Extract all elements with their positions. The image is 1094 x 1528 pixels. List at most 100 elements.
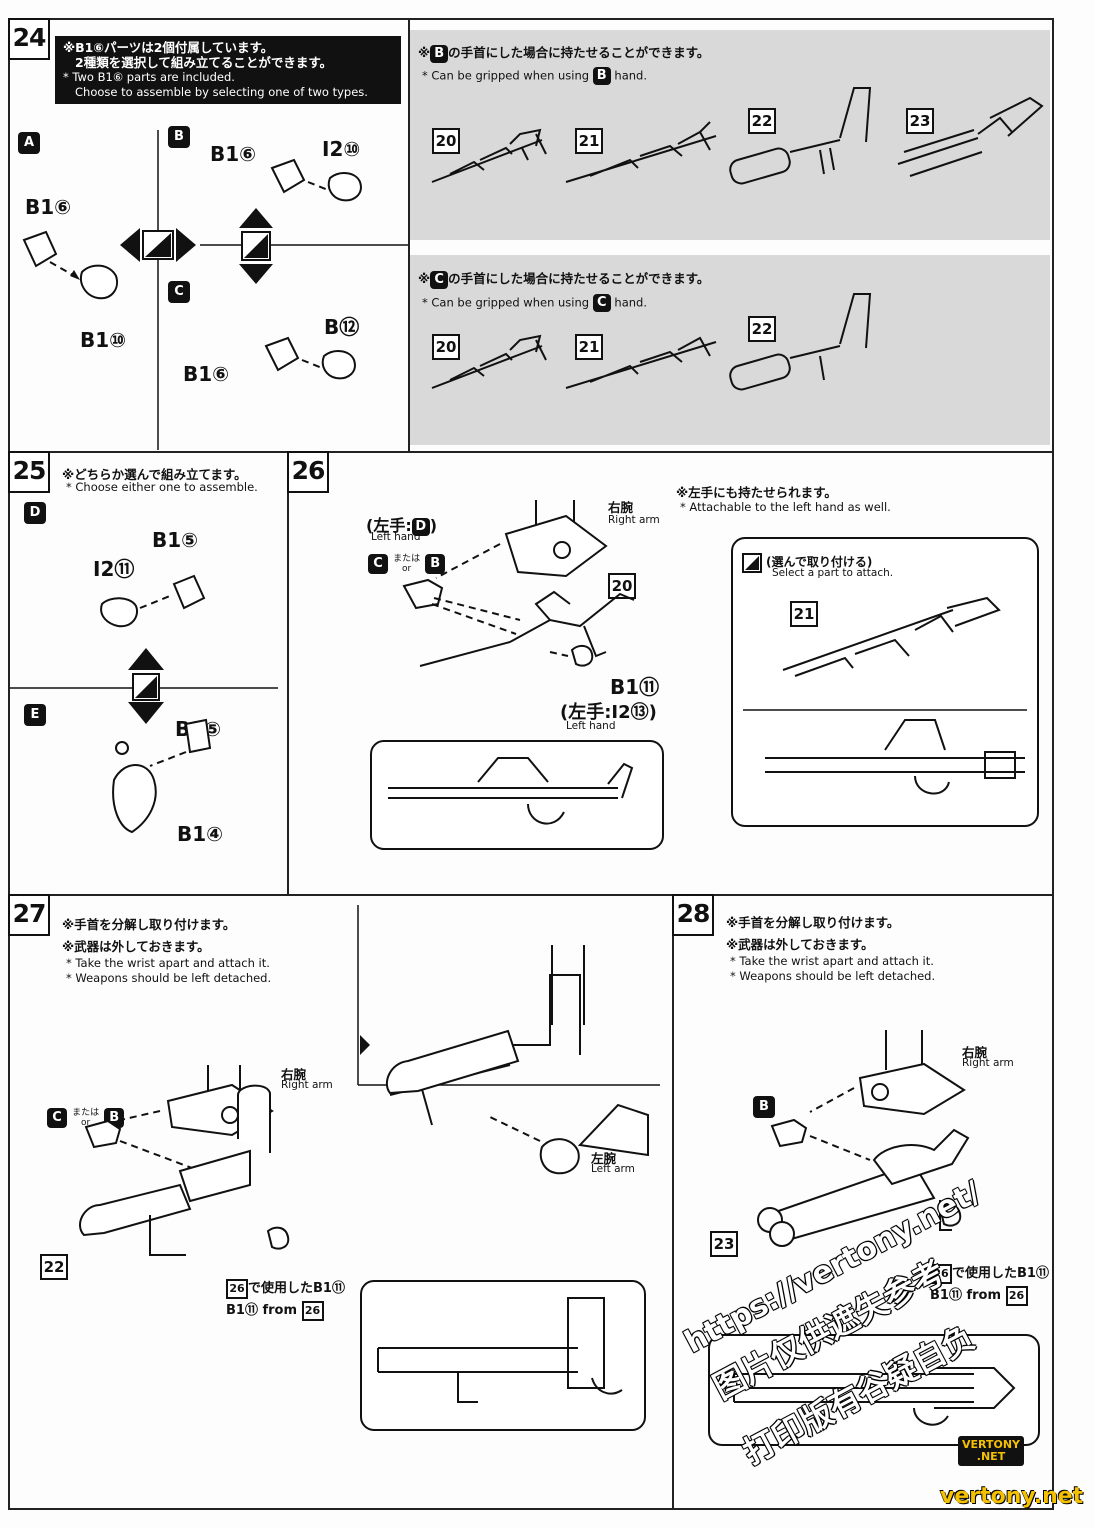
- left-hand-d-jp: (左手:: [366, 516, 412, 535]
- step-27-number: 27: [8, 894, 50, 936]
- select-icon: [742, 553, 762, 577]
- step-28-note-jp1: ※手首を分解し取り付けます。: [726, 915, 900, 930]
- label-b16-a: B1⑥: [25, 195, 72, 219]
- step-28-weapon-num: 23: [710, 1231, 738, 1257]
- step-26-weapon-num: 20: [608, 573, 636, 599]
- grip-c-letter: C: [430, 270, 449, 289]
- watermark-logo: VERTONY .NET: [958, 1436, 1024, 1466]
- step-25-note-en: * Choose either one to assemble.: [66, 480, 258, 494]
- divider-row1: [8, 451, 1054, 453]
- step-26-alt-weapon-diagram: [743, 596, 1027, 795]
- divider-col-25: [287, 451, 289, 894]
- step-28-from-en: B1⑪ from: [930, 1288, 1002, 1303]
- grip-c-weapons: [431, 293, 872, 391]
- step-26-left-hand-en1: Left hand: [371, 531, 421, 543]
- step-27-used-jp: で使用したB1⑪: [248, 1281, 345, 1296]
- step-28-result-inset: [708, 1334, 1040, 1446]
- step-28-right-arm-en: Right arm: [962, 1057, 1014, 1069]
- or-en: or: [401, 563, 412, 574]
- step-25-note-jp: ※どちらか選んで組み立てます。: [62, 467, 247, 482]
- option-a-marker: A: [18, 132, 40, 154]
- weapon-21-b-num: 21: [575, 128, 603, 154]
- step-28-used-jp: で使用したB1⑪: [952, 1266, 1049, 1281]
- step-26-left-hand-d: (左手:D): [366, 512, 437, 536]
- grip-c-hand: hand.: [614, 295, 647, 310]
- step-27-left-arm-en: Left arm: [591, 1163, 635, 1175]
- label-b14: B1④: [177, 822, 224, 846]
- left-hand-d-letter: D: [411, 517, 430, 536]
- option-d-marker: D: [24, 502, 46, 524]
- step-24-note-jp1: ※B1⑥パーツは2個付属しています。: [63, 40, 274, 55]
- step-27-right-arm-jp: 右腕: [281, 1067, 307, 1082]
- weapon-20-b-num: 20: [432, 128, 460, 154]
- label-b15-d: B1⑤: [152, 528, 199, 552]
- step-28-number: 28: [672, 894, 714, 936]
- step-27-or-en: or: [80, 1117, 91, 1128]
- grip-c-letter-en: C: [592, 294, 611, 312]
- weapon-22-c-num: 22: [748, 316, 776, 342]
- step-26-number: 26: [287, 451, 329, 493]
- label-b12: B⑫: [324, 315, 360, 339]
- step-28-from-line: B1⑪ from 26: [930, 1284, 1028, 1306]
- step-28-result-diagram: [733, 1367, 1016, 1426]
- step-27-right-arm-en: Right arm: [281, 1079, 333, 1091]
- step-28-note-en1: * Take the wrist apart and attach it.: [730, 954, 934, 968]
- option-c-marker: C: [168, 281, 190, 303]
- label-i210: I2⑩: [322, 137, 361, 161]
- step-26-note-jp: ※左手にも持たせられます。: [676, 485, 837, 500]
- step-27-note-en2: * Weapons should be left detached.: [66, 971, 272, 985]
- grip-c-jp: の手首にした場合に持たせることができます。: [448, 271, 710, 286]
- step-26-alt-weapon-num: 21: [790, 601, 818, 627]
- grip-b-panel: [410, 30, 1050, 240]
- step-28-main-diagram: [757, 1030, 970, 1247]
- divider-col-24: [408, 18, 410, 451]
- left-hand-d-close: ): [429, 516, 438, 535]
- step-26-right-arm-en: Right arm: [608, 514, 660, 526]
- step-26-left-hand-i2: (左手:I2⑬): [560, 702, 657, 723]
- grip-b-weapons: [431, 87, 1044, 185]
- grip-b-jp: の手首にした場合に持たせることができます。: [448, 45, 710, 60]
- step-28-hand-b: B: [753, 1096, 775, 1118]
- step-27-note-en1: * Take the wrist apart and attach it.: [66, 956, 270, 970]
- label-b111-26: B1⑪: [610, 675, 660, 699]
- step-27-result-diagram: [377, 1297, 623, 1403]
- grip-c-panel: [410, 255, 1050, 445]
- weapon-21-c-num: 21: [575, 334, 603, 360]
- weapon-23-b-num: 23: [906, 108, 934, 134]
- page-frame: [8, 18, 1054, 1510]
- option-b-marker: B: [168, 126, 190, 148]
- step-28-right-arm-jp: 右腕: [962, 1045, 988, 1060]
- step-26-select-en: Select a part to attach.: [772, 567, 894, 579]
- grip-c-en-line: * Can be gripped when using C hand.: [422, 294, 647, 312]
- label-i211: I2⑪: [93, 557, 135, 581]
- label-b16-c: B1⑥: [183, 362, 230, 386]
- step-27-note-jp1: ※手首を分解し取り付けます。: [62, 917, 236, 932]
- weapon-20-c-num: 20: [432, 334, 460, 360]
- or-jp: または: [393, 553, 421, 564]
- step-26-select-jp: (選んで取り付ける): [766, 555, 873, 569]
- step-25-number: 25: [8, 451, 50, 493]
- step-24-option-diagram: [22, 130, 408, 450]
- step-28-note-en2: * Weapons should be left detached.: [730, 969, 936, 983]
- weapon-22-b-num: 22: [748, 108, 776, 134]
- step-27-result-inset: [360, 1280, 646, 1431]
- grip-c-en: * Can be gripped when using: [422, 295, 590, 310]
- grip-b-en-line: * Can be gripped when using B hand.: [422, 67, 647, 85]
- divider-row2: [8, 894, 1054, 896]
- step-26-note-en: * Attachable to the left hand as well.: [680, 500, 891, 514]
- step-27-or-jp: または: [72, 1107, 100, 1118]
- label-b110: B1⑩: [80, 328, 127, 352]
- step-24-note-jp2: 2種類を選択して組み立てることができます。: [75, 55, 333, 70]
- step-28-note-jp2: ※武器は外しておきます。: [726, 937, 874, 952]
- step-28-used-ref: 26: [930, 1264, 952, 1284]
- step-24-note-en2: Choose to assemble by selecting one of t…: [75, 85, 368, 99]
- step-27-from-en: B1⑪ from: [226, 1303, 298, 1318]
- step-25-diagram: [10, 574, 278, 834]
- watermark-logo-line1: VERTONY: [961, 1438, 1021, 1451]
